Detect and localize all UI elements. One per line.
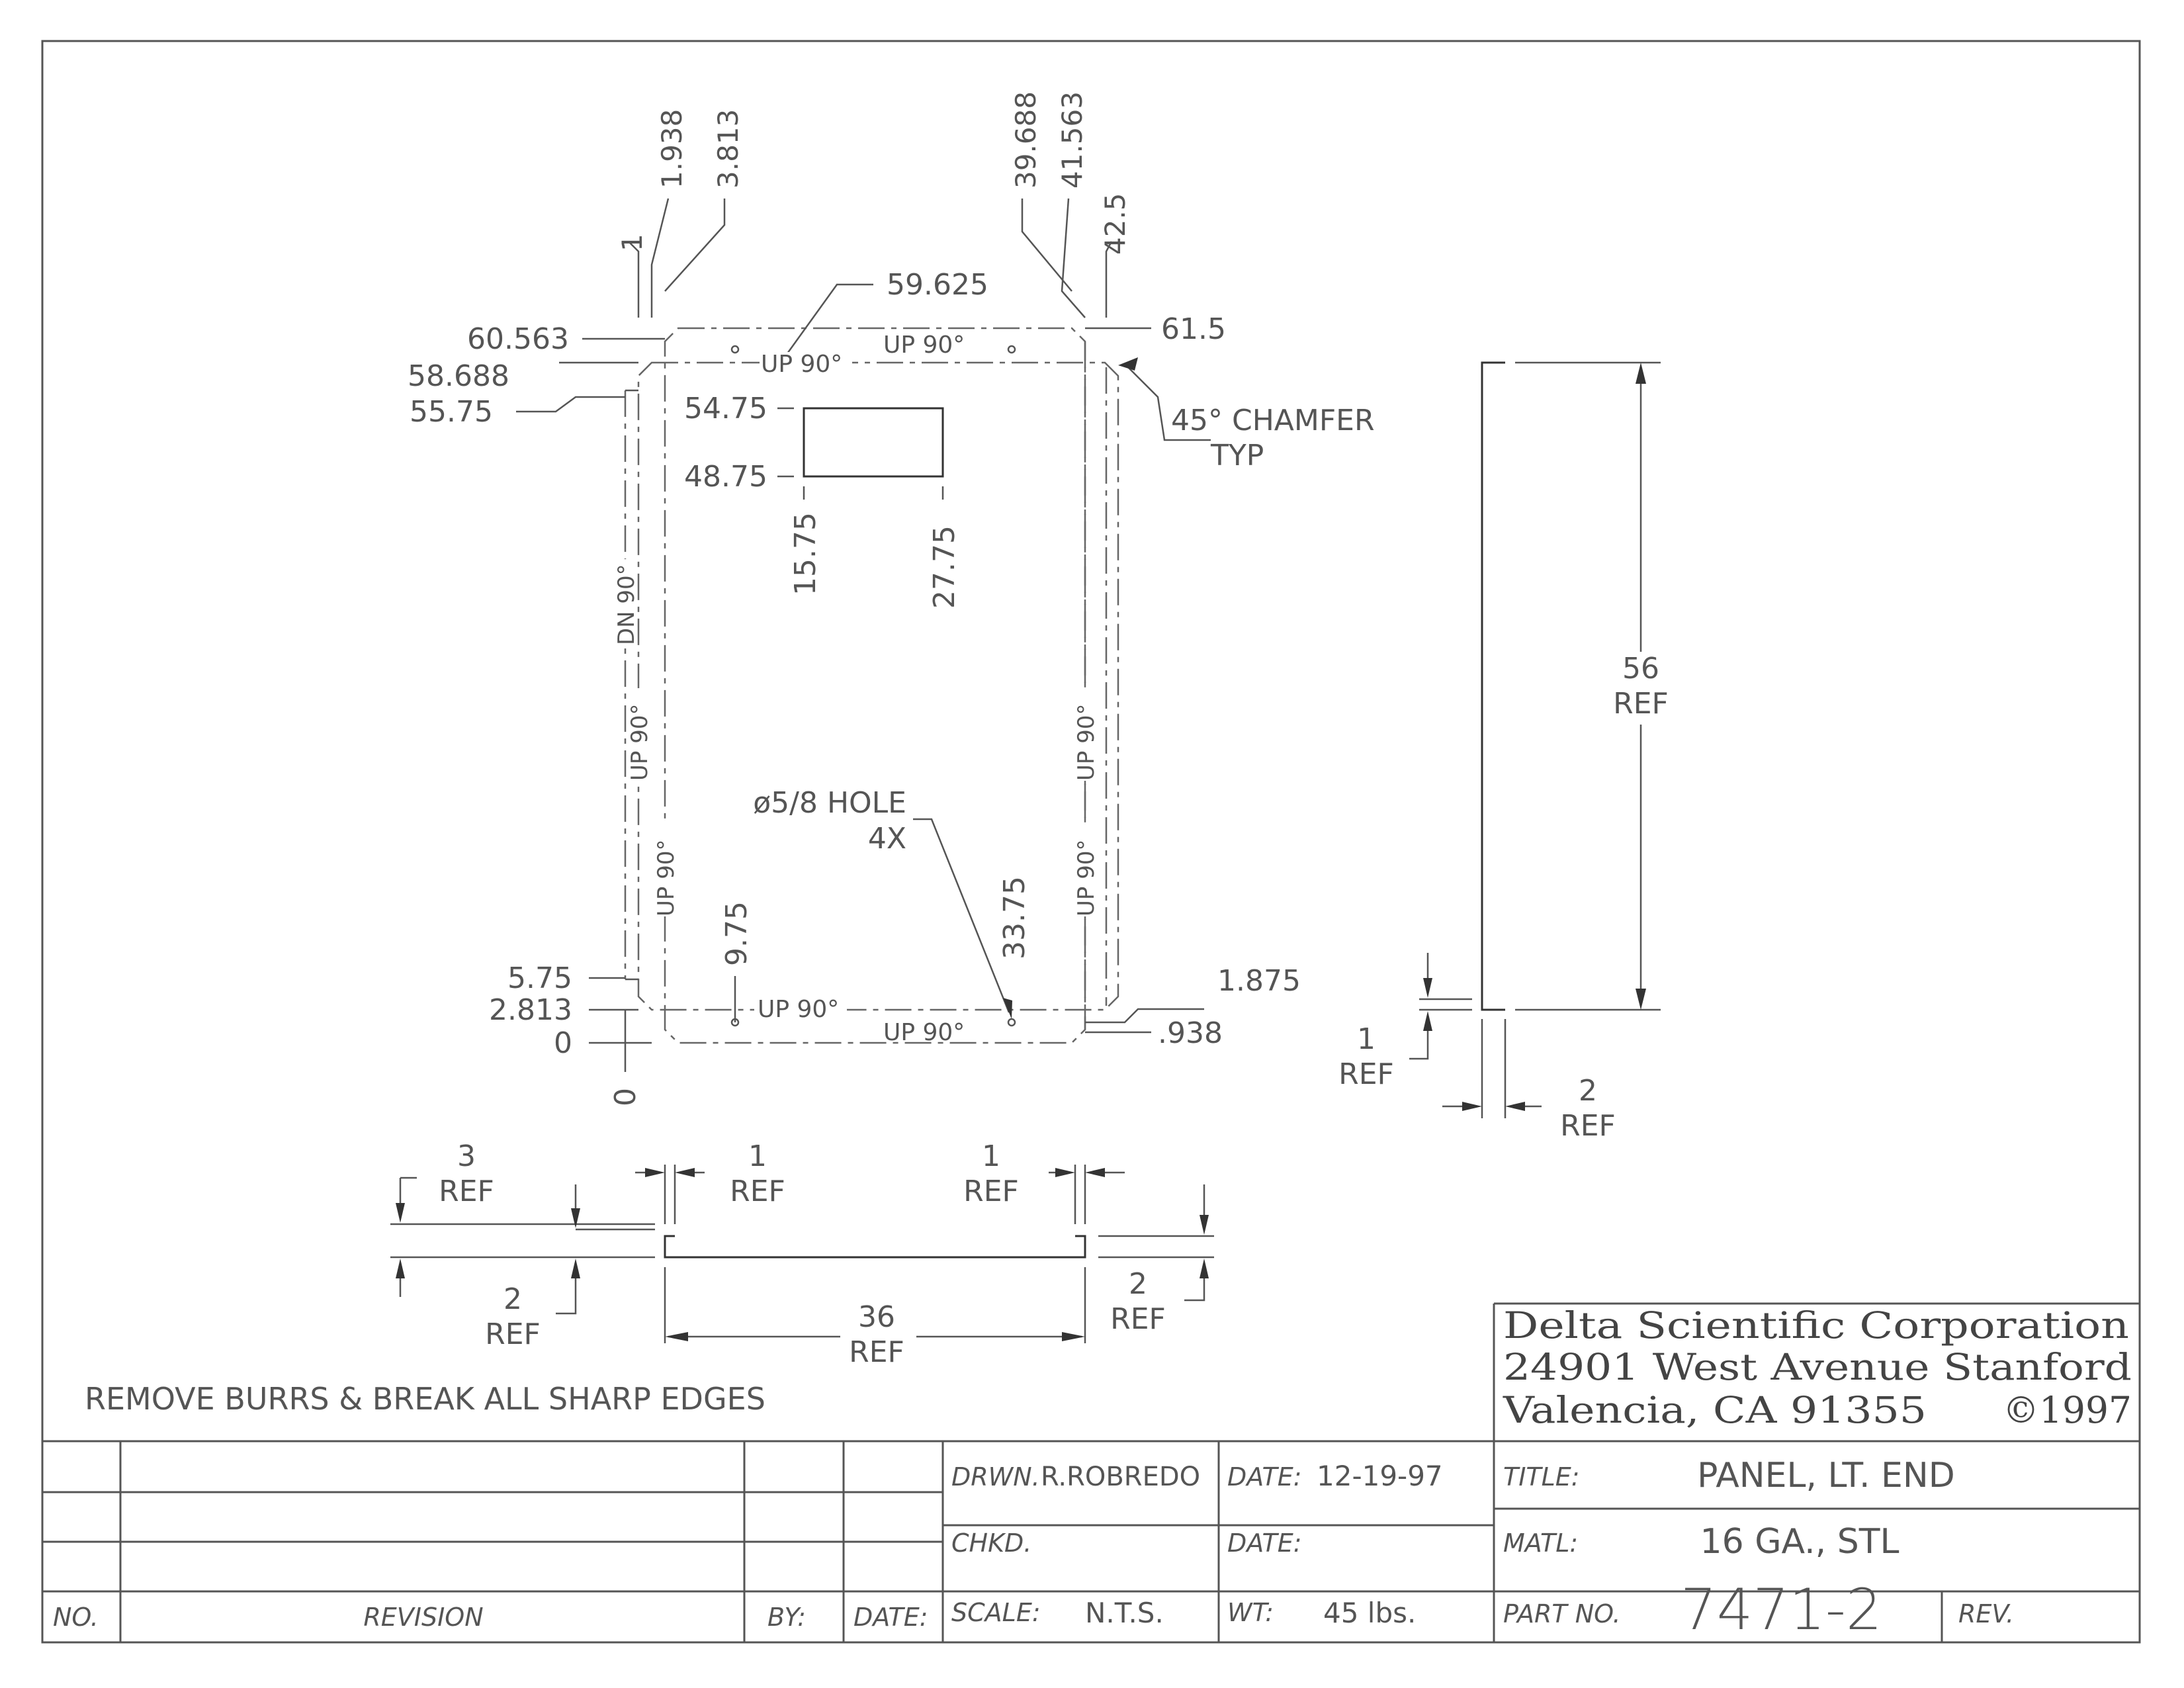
bend-top-inner: UP 90° bbox=[761, 351, 842, 378]
rev-date-header: DATE: bbox=[853, 1603, 928, 1632]
company-street: 24901 West Avenue Stanford bbox=[1503, 1346, 2132, 1388]
title-value: PANEL, LT. END bbox=[1697, 1456, 1955, 1495]
bend-bottom-outer: UP 90° bbox=[883, 1019, 965, 1046]
dim-15-75: 15.75 bbox=[789, 512, 822, 596]
bend-top-outer: UP 90° bbox=[883, 332, 965, 359]
rectangular-cutout bbox=[803, 407, 944, 478]
side-flange-value: 1 bbox=[1357, 1022, 1376, 1056]
dim-1: 1 bbox=[616, 234, 648, 251]
date-label: DATE: bbox=[1227, 1462, 1302, 1491]
hole-markers bbox=[730, 345, 1016, 1027]
dim-55-75: 55.75 bbox=[410, 395, 493, 429]
company-name: Delta Scientific Corporation bbox=[1503, 1304, 2129, 1347]
side-flange-ref: REF bbox=[1338, 1057, 1394, 1091]
side-width-value: 2 bbox=[1579, 1074, 1597, 1108]
rev-no-header: NO. bbox=[53, 1603, 99, 1632]
title-block bbox=[42, 1440, 2140, 1642]
company-copyright: ©1997 bbox=[2003, 1389, 2132, 1431]
bottom-flange-height-value: 3 bbox=[457, 1139, 476, 1173]
hole-note-line2: 4X bbox=[868, 822, 906, 856]
dim-938: .938 bbox=[1158, 1016, 1223, 1050]
checked-label: CHKD. bbox=[951, 1529, 1031, 1558]
bottom-right-depth-ref: REF bbox=[1110, 1302, 1166, 1336]
plan-view: 1 1.938 3.813 39.688 41.563 42.5 60.563 … bbox=[408, 91, 1375, 1106]
company-city: Valencia, CA 91355 bbox=[1503, 1389, 1927, 1431]
dim-42-5: 42.5 bbox=[1099, 193, 1131, 255]
wt-label: WT: bbox=[1227, 1598, 1274, 1627]
scale-value: N.T.S. bbox=[1085, 1597, 1164, 1629]
general-note: REMOVE BURRS & BREAK ALL SHARP EDGES bbox=[85, 1381, 765, 1417]
dim-0-x: 0 bbox=[609, 1088, 642, 1106]
side-width-ref: REF bbox=[1560, 1109, 1616, 1143]
drawn-label: DRWN. bbox=[951, 1462, 1040, 1491]
wt-value: 45 lbs. bbox=[1323, 1597, 1416, 1629]
bend-left-dn: DN 90° bbox=[613, 564, 640, 645]
side-length-ref: REF bbox=[1613, 687, 1669, 721]
bottom-flange-height-ref: REF bbox=[439, 1175, 494, 1208]
dim-58-688: 58.688 bbox=[408, 359, 509, 393]
hole-note-line1: ø5/8 HOLE bbox=[753, 786, 906, 820]
company-block: Delta Scientific Corporation 24901 West … bbox=[1493, 1302, 2140, 1441]
drawn-value: R.ROBREDO bbox=[1041, 1462, 1200, 1492]
dim-9-75: 9.75 bbox=[720, 901, 754, 966]
dim-48-75: 48.75 bbox=[684, 460, 767, 494]
dim-54-75: 54.75 bbox=[684, 392, 767, 425]
bend-left-inner: UP 90° bbox=[653, 840, 679, 916]
sheet-border bbox=[41, 40, 2141, 1644]
rev-label: REV. bbox=[1958, 1599, 2014, 1628]
scale-label: SCALE: bbox=[951, 1598, 1041, 1627]
chamfer-note-line1: 45° CHAMFER bbox=[1171, 404, 1375, 437]
date2-label: DATE: bbox=[1227, 1529, 1302, 1558]
title-label: TITLE: bbox=[1503, 1462, 1580, 1491]
bottom-left-lip-ref: REF bbox=[730, 1175, 785, 1208]
dim-2-813: 2.813 bbox=[489, 993, 572, 1027]
bottom-width-ref: REF bbox=[849, 1335, 904, 1369]
dim-1-875: 1.875 bbox=[1217, 964, 1301, 998]
bend-bottom-inner: UP 90° bbox=[758, 996, 839, 1023]
side-view: 56 REF 1 REF 2 REF bbox=[1338, 361, 1681, 1143]
dim-0-y: 0 bbox=[554, 1026, 572, 1060]
part-label: PART NO. bbox=[1503, 1599, 1621, 1628]
dim-60-563: 60.563 bbox=[467, 322, 569, 356]
rev-by-header: BY: bbox=[767, 1603, 806, 1632]
bottom-left-depth-ref: REF bbox=[485, 1317, 541, 1351]
panel-outline bbox=[637, 361, 1119, 1011]
bend-right-inner: UP 90° bbox=[1073, 840, 1100, 916]
bend-left-up: UP 90° bbox=[627, 704, 653, 781]
dim-39-688: 39.688 bbox=[1010, 91, 1042, 189]
outer-flange-outline bbox=[664, 327, 1086, 1044]
dim-41-563: 41.563 bbox=[1056, 91, 1088, 189]
dim-59-625: 59.625 bbox=[887, 268, 988, 302]
dim-61-5: 61.5 bbox=[1161, 312, 1226, 346]
bottom-right-lip-value: 1 bbox=[982, 1139, 1000, 1173]
matl-value: 16 GA., STL bbox=[1700, 1522, 1900, 1562]
chamfer-note-line2: TYP bbox=[1210, 439, 1264, 472]
bend-right-outer: UP 90° bbox=[1073, 704, 1100, 781]
dim-5-75: 5.75 bbox=[507, 961, 572, 995]
bottom-left-depth-value: 2 bbox=[503, 1282, 522, 1316]
side-length-value: 56 bbox=[1622, 652, 1659, 686]
bottom-right-lip-ref: REF bbox=[963, 1175, 1019, 1208]
bottom-view: 3 REF 1 REF 1 REF 2 REF 2 REF 36 REF bbox=[390, 1139, 1214, 1369]
dim-1-938: 1.938 bbox=[656, 109, 688, 189]
matl-label: MATL: bbox=[1503, 1529, 1578, 1558]
bottom-left-lip-value: 1 bbox=[748, 1139, 767, 1173]
bottom-width-value: 36 bbox=[858, 1300, 895, 1334]
rev-revision-header: REVISION bbox=[363, 1603, 483, 1632]
dim-33-75: 33.75 bbox=[998, 876, 1031, 959]
date-value: 12-19-97 bbox=[1317, 1460, 1443, 1492]
part-value: 7471-2 bbox=[1681, 1577, 1882, 1643]
bottom-right-depth-value: 2 bbox=[1129, 1267, 1147, 1301]
dim-27-75: 27.75 bbox=[928, 525, 961, 609]
dim-3-813: 3.813 bbox=[712, 109, 744, 189]
